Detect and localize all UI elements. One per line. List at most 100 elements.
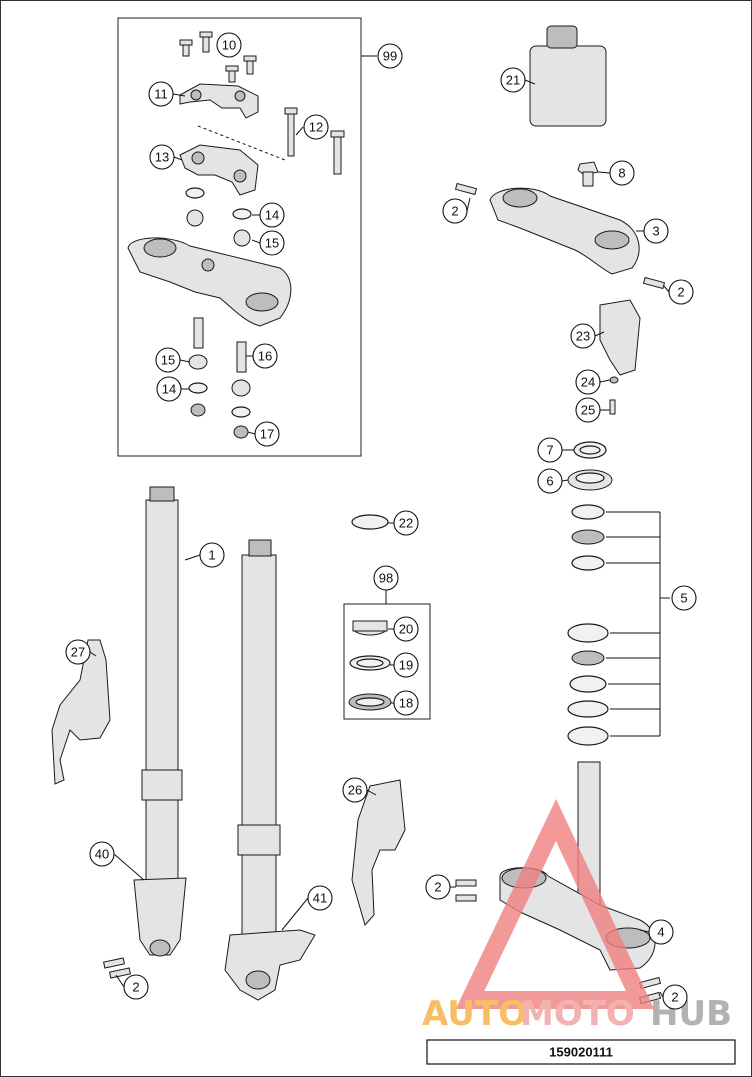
callout-label: 17 [260, 427, 274, 442]
callout-part-17: 17 [247, 421, 280, 447]
fork-leg-right [224, 539, 316, 1001]
callout-label: 18 [399, 696, 413, 711]
callout-label: 4 [657, 925, 664, 940]
callout-label: 16 [258, 349, 272, 364]
callout-part-5: 5 [671, 585, 697, 611]
callout-label: 2 [434, 880, 441, 895]
callout-part-16: 16 [246, 343, 278, 369]
callout-part-7: 7 [537, 437, 574, 463]
callout-part-41: 41 [281, 885, 333, 931]
callout-label: 2 [671, 990, 678, 1005]
callout-part-3: 3 [636, 218, 669, 244]
callout-part-98: 98 [373, 565, 399, 591]
ring-nut-6 [567, 469, 613, 491]
bolt-2-top [454, 182, 478, 196]
callout-label: 13 [155, 150, 169, 165]
callout-part-20: 20 [388, 616, 419, 642]
callout-part-24: 24 [575, 369, 611, 395]
callout-label: 2 [677, 285, 684, 300]
oil-can-21 [529, 25, 607, 127]
callout-label: 14 [162, 382, 176, 397]
screw-8 [577, 161, 599, 187]
callout-part-2: 2 [442, 197, 471, 224]
bolts-10 [179, 31, 257, 83]
nuts-washers-lower [188, 354, 251, 439]
bolt-13 [284, 107, 345, 175]
callout-label: 27 [71, 645, 85, 660]
watermark-hub: HUB [650, 994, 732, 1034]
callout-part-2: 2 [425, 874, 456, 900]
callout-label: 24 [581, 375, 595, 390]
washers-14-15 [185, 187, 252, 247]
callout-label: 15 [265, 236, 279, 251]
callout-part-14: 14 [252, 202, 285, 228]
callout-part-10: 10 [216, 32, 242, 58]
callout-label: 23 [576, 329, 590, 344]
handlebar-clamp-lower-12 [179, 144, 259, 196]
callout-part-12: 12 [295, 114, 329, 140]
bracket-23 [599, 299, 641, 376]
kit-99-frame [117, 17, 362, 457]
callout-part-4: 4 [639, 919, 674, 945]
callout-part-25: 25 [575, 397, 610, 423]
callout-label: 1 [208, 548, 215, 563]
callout-part-2: 2 [659, 984, 688, 1010]
callout-part-11: 11 [148, 81, 186, 107]
callout-part-2: 2 [115, 974, 149, 1000]
callout-label: 10 [222, 38, 236, 53]
callout-part-13: 13 [149, 144, 183, 170]
ring-nut-7 [573, 441, 607, 459]
watermark-moto: MOTO [520, 994, 635, 1034]
watermark-auto: AUTO [422, 994, 527, 1034]
fork-guard-27 [51, 639, 111, 785]
callout-label: 20 [399, 622, 413, 637]
spacers-16 [193, 317, 247, 373]
bracket-5-leaders [606, 511, 670, 737]
callout-label: 8 [618, 166, 625, 181]
callout-label: 26 [348, 783, 362, 798]
callout-part-15: 15 [155, 347, 191, 373]
callout-label: 2 [132, 980, 139, 995]
callout-label: 22 [399, 516, 413, 531]
o-ring-22 [351, 514, 389, 530]
callout-part-99: 99 [377, 43, 403, 69]
callout-label: 25 [581, 403, 595, 418]
callout-part-18: 18 [391, 690, 419, 716]
callout-label: 12 [309, 120, 323, 135]
callout-label: 40 [95, 847, 109, 862]
callout-part-2: 2 [663, 279, 694, 305]
callout-label: 21 [506, 73, 520, 88]
callout-label: 3 [652, 224, 659, 239]
callout-part-23: 23 [570, 323, 605, 349]
callout-part-27: 27 [65, 639, 97, 665]
callout-part-15: 15 [251, 230, 285, 256]
callout-part-26: 26 [342, 777, 377, 803]
watermark-logo: AUTO MOTO HUB [422, 798, 732, 1034]
fork-leg-left [133, 486, 187, 957]
drawing-number: 159020111 [549, 1045, 613, 1060]
triple-clamp-upper-3 [489, 187, 640, 275]
callout-part-8: 8 [597, 160, 635, 186]
triple-clamp-upper-kit [127, 237, 292, 327]
callout-part-19: 19 [390, 652, 419, 678]
callout-label: 98 [379, 571, 393, 586]
callout-part-21: 21 [500, 67, 536, 93]
bolts-2-bottom [103, 957, 131, 979]
callout-part-40: 40 [89, 841, 145, 881]
callout-label: 2 [451, 204, 458, 219]
callout-part-22: 22 [388, 510, 419, 536]
callout-label: 5 [680, 591, 687, 606]
callout-part-1: 1 [184, 542, 225, 568]
callout-label: 41 [313, 891, 327, 906]
kit-98-frame [343, 603, 431, 720]
callout-label: 6 [546, 474, 553, 489]
callout-label: 19 [399, 658, 413, 673]
callout-label: 11 [154, 87, 168, 102]
callout-label: 99 [383, 49, 397, 64]
callout-label: 7 [546, 443, 553, 458]
drawing-number-box [426, 1039, 736, 1065]
handlebar-clamp-upper-11 [179, 83, 259, 119]
